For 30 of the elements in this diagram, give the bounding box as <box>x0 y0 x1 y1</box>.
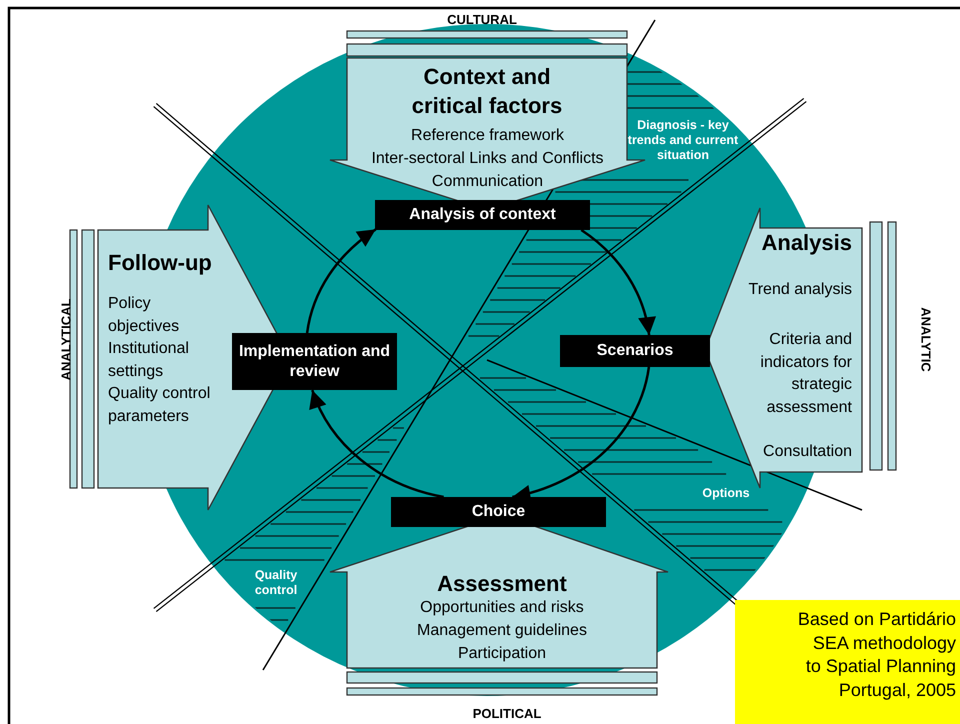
axis-label: ANALYTIC <box>918 306 934 374</box>
list-item: Policy objectives <box>108 294 180 336</box>
sector-label: Diagnosis - key trends and current situation <box>626 118 740 163</box>
list-item: Trend analysis <box>748 280 852 300</box>
stage-label: Implementation and review <box>232 333 397 390</box>
heading: Assessment <box>436 570 568 598</box>
cycle-arrow <box>580 229 655 336</box>
note-box: Based on Partidário SEA methodology to Spatial Planning Portugal, 2005 <box>735 600 960 724</box>
cycle-arrow <box>306 228 376 334</box>
axis-label: CULTURAL <box>446 12 518 27</box>
axis-label: ANALYTICAL <box>58 298 74 382</box>
stage-label: Analysis of context <box>375 200 590 230</box>
list-item: Criteria and indicators for strategic assessment <box>759 330 852 418</box>
list-item: Opportunities and risks <box>419 598 585 618</box>
list-item: Consultation <box>762 442 852 462</box>
list-item: Inter-sectoral Links and Conflicts <box>370 149 605 169</box>
heading: Follow-up <box>108 249 213 277</box>
stage-label: Choice <box>391 497 606 527</box>
list-item: Communication <box>430 172 544 192</box>
stage-label: Scenarios <box>560 335 710 367</box>
list-item: Management guidelines <box>416 621 588 641</box>
heading: Analysis <box>760 229 852 257</box>
list-item: Quality control parameters <box>108 384 212 426</box>
sector-label: Options <box>701 486 751 501</box>
list-item: Institutional settings <box>108 339 190 382</box>
sector-label: Quality control <box>254 568 298 598</box>
heading: Context and critical factors <box>410 63 564 120</box>
axis-label: POLITICAL <box>472 706 542 721</box>
cycle-arrow <box>310 390 444 498</box>
list-item: Participation <box>456 644 548 664</box>
